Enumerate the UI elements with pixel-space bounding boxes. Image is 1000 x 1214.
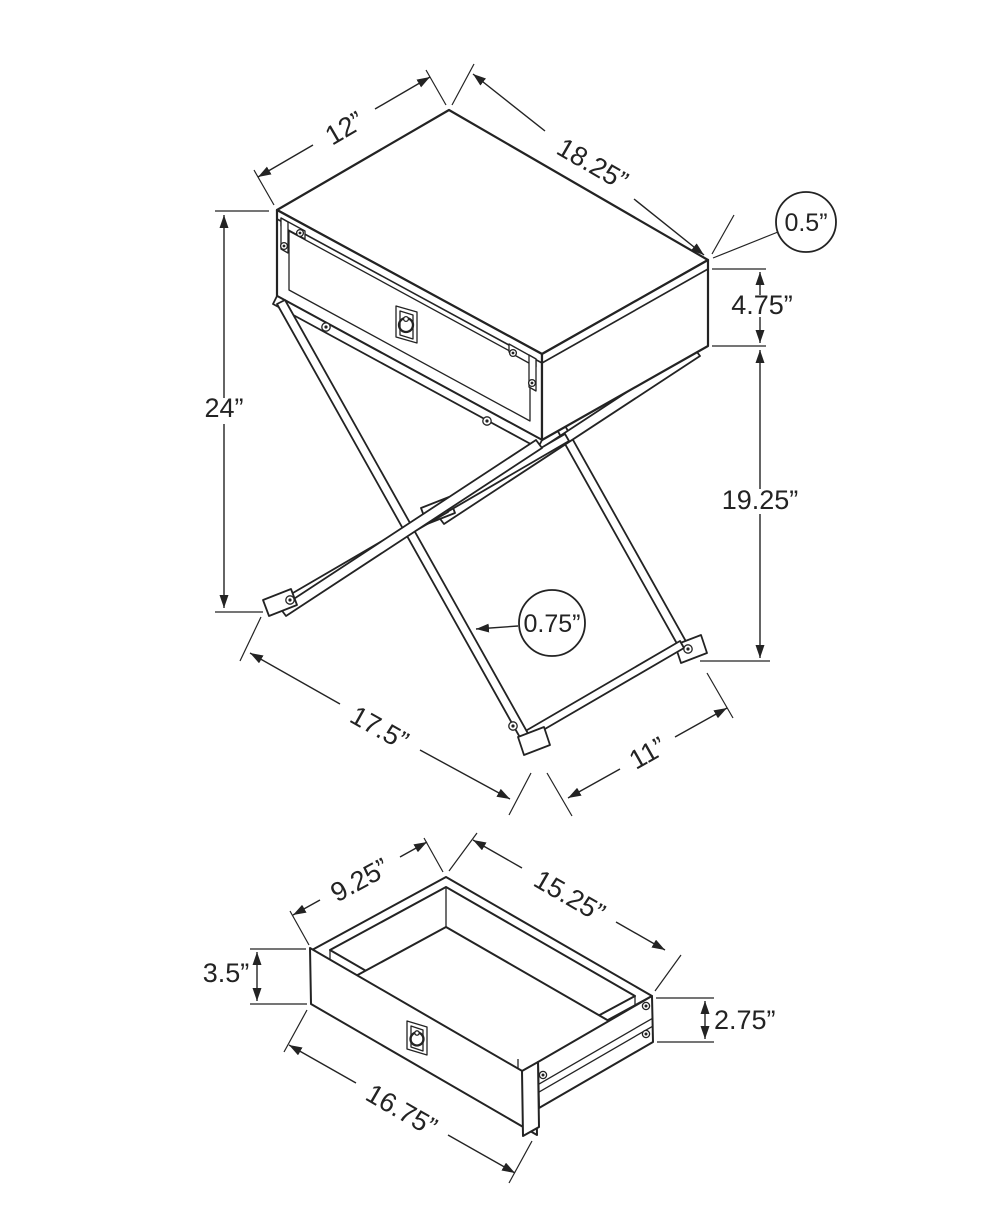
dim-top-thickness-label: 0.5” xyxy=(784,209,827,237)
dim-drawer-box-height: 4.75” xyxy=(712,268,793,347)
drawer-handle xyxy=(406,1020,428,1056)
table-front-x-frame xyxy=(262,299,693,756)
dim-foot-spread-width-label: 17.5” xyxy=(345,700,413,756)
dim-front-edge-height-label: 2.75” xyxy=(714,1005,776,1035)
handle-plate-inner xyxy=(399,310,414,340)
drawer-slide-rail-bottom xyxy=(538,1025,654,1093)
tabletop-edge-right xyxy=(541,268,709,364)
dim-leg-section-height: 19.25” xyxy=(700,350,799,662)
drawer-view: 9.25” 15.25” 3.5” 2.75” xyxy=(203,832,776,1184)
table-right-face xyxy=(540,258,710,442)
dim-top-thickness-callout: 0.5” xyxy=(712,191,837,259)
tabletop-edge-front xyxy=(276,218,543,364)
front-leg-b xyxy=(279,439,543,617)
dim-drawer-box-height-label: 4.75” xyxy=(731,290,793,320)
dim-leg-thickness-label: 0.75” xyxy=(524,610,581,638)
table-cabinet xyxy=(272,108,710,449)
callout-circle xyxy=(518,589,586,657)
dim-inner-width-label: 15.25” xyxy=(529,864,610,928)
dim-foot-spread-depth: 11” xyxy=(546,672,734,817)
dim-inner-depth-label: 9.25” xyxy=(325,852,393,908)
dim-overall-height-label: 24” xyxy=(204,393,243,423)
dim-foot-spread-depth-label: 11” xyxy=(624,731,671,775)
drawer-slide-rail-top xyxy=(538,1017,654,1085)
dim-leg-thickness-callout: 0.75” xyxy=(475,589,586,657)
dim-front-edge-height: 2.75” xyxy=(656,997,776,1043)
dim-foot-spread-width: 17.5” xyxy=(239,616,532,816)
dim-top-depth-label: 12” xyxy=(320,105,369,151)
table-view: 12” 18.25” 0.5” 4.75” xyxy=(204,63,837,817)
handle-pin xyxy=(402,315,410,323)
cabinet-screws xyxy=(279,228,537,426)
drawer-body xyxy=(309,876,654,1137)
handle-pin xyxy=(414,1030,420,1036)
handle-plate-inner xyxy=(410,1025,424,1052)
drawer-panel-end-cap xyxy=(521,1061,540,1137)
drawer-handle xyxy=(395,305,418,344)
dim-side-height: 3.5” xyxy=(203,948,307,1005)
dim-leg-section-height-label: 19.25” xyxy=(722,485,799,515)
front-foot-front xyxy=(517,726,551,756)
callout-circle xyxy=(775,191,837,253)
dim-front-width-label: 16.75” xyxy=(361,1078,442,1142)
dim-overall-height: 24” xyxy=(204,210,269,613)
dim-side-height-label: 3.5” xyxy=(203,958,250,988)
